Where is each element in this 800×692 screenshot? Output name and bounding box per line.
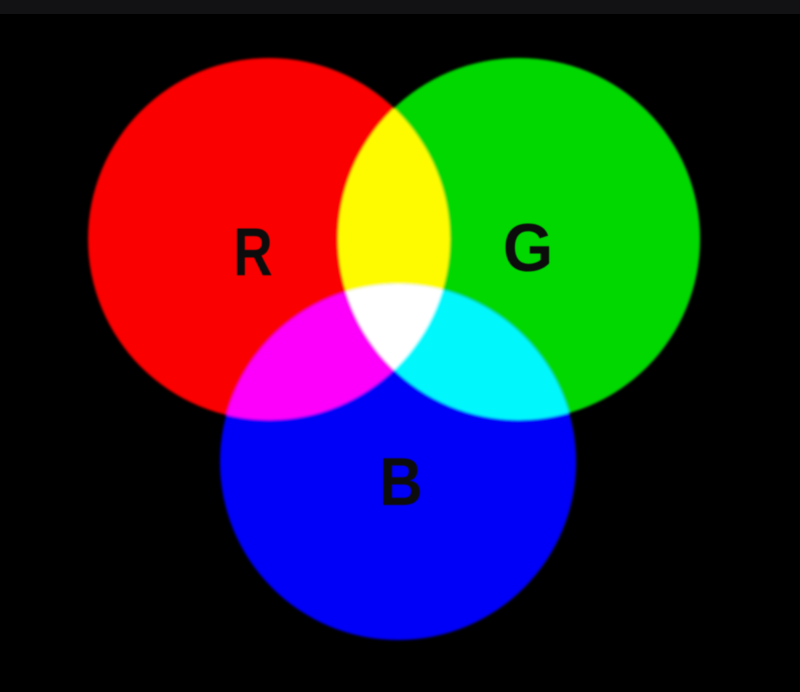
red-label-text: R — [233, 214, 273, 290]
magenta-overlap-red-blue — [220, 284, 450, 420]
window-chrome-strip — [0, 0, 800, 14]
red-circle-label: R — [228, 218, 277, 286]
green-circle-label: G — [502, 214, 555, 282]
blue-label-text: B — [379, 444, 423, 520]
cyan-overlap-green-blue — [338, 284, 576, 420]
blue-circle-label: B — [376, 448, 425, 516]
green-label-text: G — [502, 210, 554, 286]
